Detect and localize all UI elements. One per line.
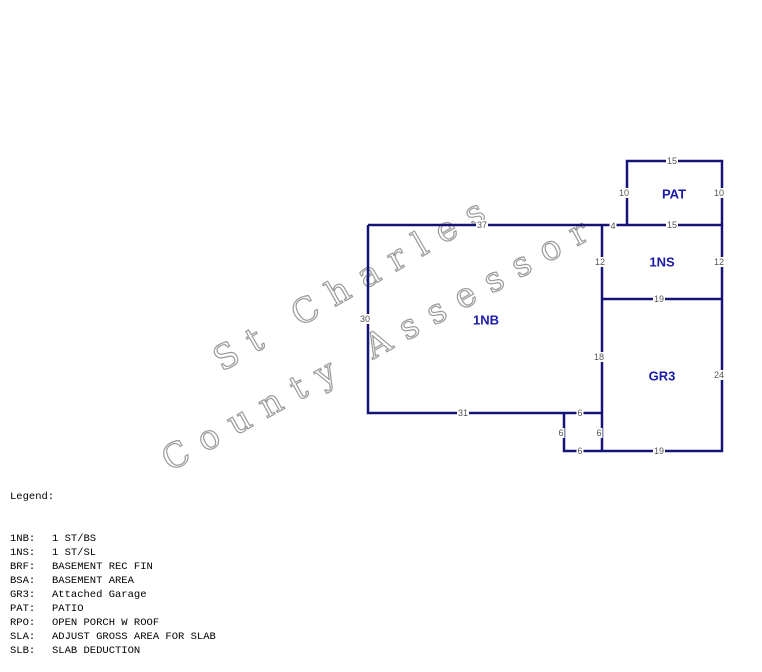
- legend-code: 1NB:: [10, 533, 36, 545]
- dim-label: 6: [577, 408, 582, 418]
- legend-desc: BASEMENT REC FIN: [52, 561, 153, 573]
- watermark: St Charles County Assessor: [154, 184, 608, 480]
- legend-desc: Attached Garage: [52, 589, 147, 601]
- legend-code: SLB:: [10, 645, 36, 657]
- legend-desc: ADJUST GROSS AREA FOR SLAB: [52, 631, 216, 643]
- dim-label-bg: [475, 220, 489, 230]
- dim-label: 19: [654, 294, 664, 304]
- dim-label-bg: [712, 257, 726, 267]
- wall-outer: [562, 159, 724, 453]
- dim-label: 19: [654, 446, 664, 456]
- dim-label-bg: [595, 428, 603, 438]
- dim-label-bg: [609, 221, 617, 231]
- legend-item: BRF: BASEMENT REC FIN: [10, 560, 216, 574]
- dim-label-bg: [712, 370, 726, 380]
- area-label-1nb: 1NB: [473, 313, 499, 328]
- dim-label: 6: [577, 446, 582, 456]
- dim-label-bg: [652, 294, 666, 304]
- dim-label: 12: [595, 257, 605, 267]
- dim-label: 12: [714, 257, 724, 267]
- dim-label: 15: [667, 156, 677, 166]
- dim-label-bg: [576, 408, 584, 418]
- legend-desc: BASEMENT AREA: [52, 575, 134, 587]
- legend-title: Legend:: [10, 491, 55, 503]
- dim-label: 30: [360, 314, 370, 324]
- legend-item: GR3: Attached Garage: [10, 588, 216, 602]
- dim-label-bg: [592, 352, 606, 362]
- legend-code: BSA:: [10, 575, 36, 587]
- dim-label-bg: [593, 257, 607, 267]
- dim-label-bg: [665, 156, 679, 166]
- sketch-drawing: St Charles County Assessor 37 15 10 10 4…: [154, 156, 726, 480]
- legend-item: SLA: ADJUST GROSS AREA FOR SLAB: [10, 630, 216, 644]
- wall-1nb: [366, 225, 602, 415]
- legend-code: PAT:: [10, 603, 36, 615]
- area-label-1ns: 1NS: [649, 255, 675, 270]
- legend-code: BRF:: [10, 561, 36, 573]
- dim-label: 10: [714, 188, 724, 198]
- dim-label: 31: [458, 408, 468, 418]
- legend-code: RPO:: [10, 617, 36, 629]
- legend-code: 1NS:: [10, 547, 36, 559]
- legend-item: 1NB: 1 ST/BS: [10, 532, 216, 546]
- legend-item: 1NS: 1 ST/SL: [10, 546, 216, 560]
- legend-item: PAT: PATIO: [10, 602, 216, 616]
- dim-label: 15: [667, 220, 677, 230]
- dim-label-bg: [557, 428, 565, 438]
- dim-label-bg: [456, 408, 470, 418]
- legend-desc: 1 ST/SL: [52, 547, 97, 559]
- dimension-labels: 37 15 10 10 4 15 12 12 19 30 18 24 31 6 …: [358, 156, 726, 456]
- dim-label: 6: [596, 428, 601, 438]
- legend: Legend: 1NB: 1 ST/BS 1NS: 1 ST/SL BRF: BASEME…: [10, 462, 216, 672]
- area-label-gr3: GR3: [649, 369, 676, 384]
- area-labels: PAT 1NS 1NB GR3: [473, 187, 686, 384]
- dim-label: 24: [714, 370, 724, 380]
- legend-code: SLA:: [10, 631, 36, 643]
- dim-label-bg: [665, 220, 679, 230]
- legend-desc: PATIO: [52, 603, 84, 615]
- legend-item: BSA: BASEMENT AREA: [10, 574, 216, 588]
- legend-desc: 1 ST/BS: [52, 533, 97, 545]
- legend-item: RPO: OPEN PORCH W ROOF: [10, 616, 216, 630]
- legend-code: GR3:: [10, 589, 36, 601]
- dim-label: 18: [594, 352, 604, 362]
- dim-label: 6: [558, 428, 563, 438]
- dim-label-bg: [617, 188, 631, 198]
- dim-label-bg: [652, 446, 666, 456]
- legend-item: SLB: SLAB DEDUCTION: [10, 644, 216, 658]
- dim-label-bg: [358, 314, 372, 324]
- legend-desc: SLAB DEDUCTION: [52, 645, 141, 657]
- dim-label: 10: [619, 188, 629, 198]
- legend-desc: OPEN PORCH W ROOF: [52, 617, 160, 629]
- dim-label-bg: [712, 188, 726, 198]
- dim-label: 4: [610, 221, 615, 231]
- dim-label-bg: [576, 446, 584, 456]
- dim-label: 37: [477, 220, 487, 230]
- area-label-pat: PAT: [662, 187, 686, 202]
